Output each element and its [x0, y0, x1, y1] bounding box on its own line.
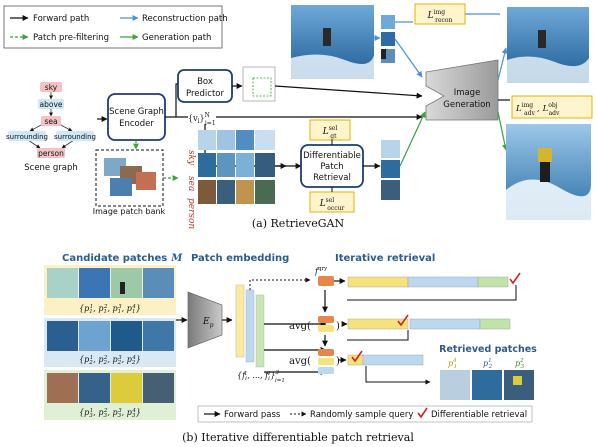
caption-b: (b) Iterative differentiable patch retri… — [182, 431, 414, 444]
legend-top: Forward path Reconstruction path Patch p… — [3, 5, 228, 49]
retrieval-line1: Differentiable — [303, 151, 361, 161]
node-person — [37, 148, 65, 158]
legend-diff-retrieval: Differentiable retrieval — [431, 410, 527, 420]
embedding-title: Patch embedding — [191, 253, 289, 264]
patch-encoder-ep — [187, 291, 223, 349]
encoder-line1: Scene Graph — [109, 107, 164, 117]
check-icon — [417, 407, 428, 419]
retrieval-bar-1 — [347, 272, 521, 288]
retrieval-line2: Patch — [320, 162, 343, 172]
image-gen-line1: Image — [454, 88, 481, 98]
node-sky — [40, 82, 62, 92]
legend-recon-label: Reconstruction path — [142, 14, 228, 24]
retrieved-patch-1 — [440, 370, 470, 400]
legend-prefilter-label: Patch pre-filtering — [33, 33, 109, 43]
category-patches — [198, 130, 275, 204]
avg-label-2: avg( — [289, 356, 311, 367]
legend-generation-label: Generation path — [142, 33, 211, 43]
box-predictor-line2: Predictor — [186, 89, 224, 99]
fqry-label: fqry — [314, 266, 328, 276]
node-above-label: above — [40, 100, 63, 109]
node-surrounding-left-label: surrounding — [6, 133, 48, 141]
retrieved-title: Retrieved patches — [439, 344, 537, 355]
selected-person — [381, 180, 400, 200]
layout-box — [242, 66, 276, 102]
candidate-row-2: {p21, p22, p23, p24} — [44, 318, 176, 367]
image-generation — [425, 59, 499, 121]
box-predictor-line1: Box — [197, 77, 213, 87]
retrieval-line3: Retrieval — [313, 173, 351, 183]
candidate-row-3: {p31, p32, p33, p34} — [44, 370, 176, 420]
loss-gt — [309, 119, 351, 141]
scene-graph-label: Scene graph — [24, 163, 78, 173]
node-sea-label: sea — [44, 117, 57, 126]
node-sky-label: sky — [45, 83, 58, 92]
set-row-1: {p11, p12, p13, p14} — [79, 304, 141, 315]
set-row-3: {p31, p32, p33, p34} — [79, 408, 141, 419]
ep-label: Ep — [202, 317, 214, 329]
legend-forward-pass: Forward pass — [224, 410, 281, 420]
scene-graph-encoder — [107, 93, 166, 141]
legend-random-query: Randomly sample query — [310, 410, 413, 420]
row-label-sky: sky — [186, 150, 196, 166]
node-surrounding-right-label: surrounding — [54, 133, 96, 141]
node-person-label: person — [38, 149, 64, 158]
retrieved-patch-2 — [472, 370, 502, 400]
encoder-line2: Encoder — [119, 119, 154, 129]
row-label-person: person — [186, 198, 196, 229]
row-label-sea: sea — [186, 176, 196, 191]
legend-bottom: Forward pass Randomly sample query Diffe… — [197, 405, 533, 423]
iterative-title: Iterative retrieval — [335, 253, 435, 264]
query-feature — [318, 276, 334, 286]
selected-sea — [381, 160, 400, 178]
retrieval-bar-3 — [347, 350, 424, 366]
retrieval-bar-2 — [347, 314, 511, 330]
candidate-row-1: {p11, p12, p13, p14} — [44, 265, 176, 315]
node-above — [38, 99, 64, 109]
loss-adv — [511, 95, 593, 119]
patch-bank-label: Image patch bank — [93, 207, 166, 216]
image-gen-line2: Generation — [443, 100, 490, 110]
avg-close-1: ) — [336, 321, 340, 332]
node-surrounding-left — [8, 131, 46, 141]
node-surrounding-right — [56, 131, 94, 141]
avg-label-1: avg( — [289, 321, 311, 332]
set-row-2: {p21, p22, p23, p24} — [79, 355, 141, 366]
caption-a: (a) RetrieveGAN — [252, 217, 345, 230]
scene-graph: sky above sea surrounding surrounding pe… — [6, 82, 96, 173]
avg-close-2: ) — [336, 356, 340, 367]
node-sea — [41, 116, 61, 126]
selected-sky — [381, 140, 400, 158]
legend-forward-label: Forward path — [33, 14, 89, 24]
embedding-stacks — [235, 284, 265, 368]
